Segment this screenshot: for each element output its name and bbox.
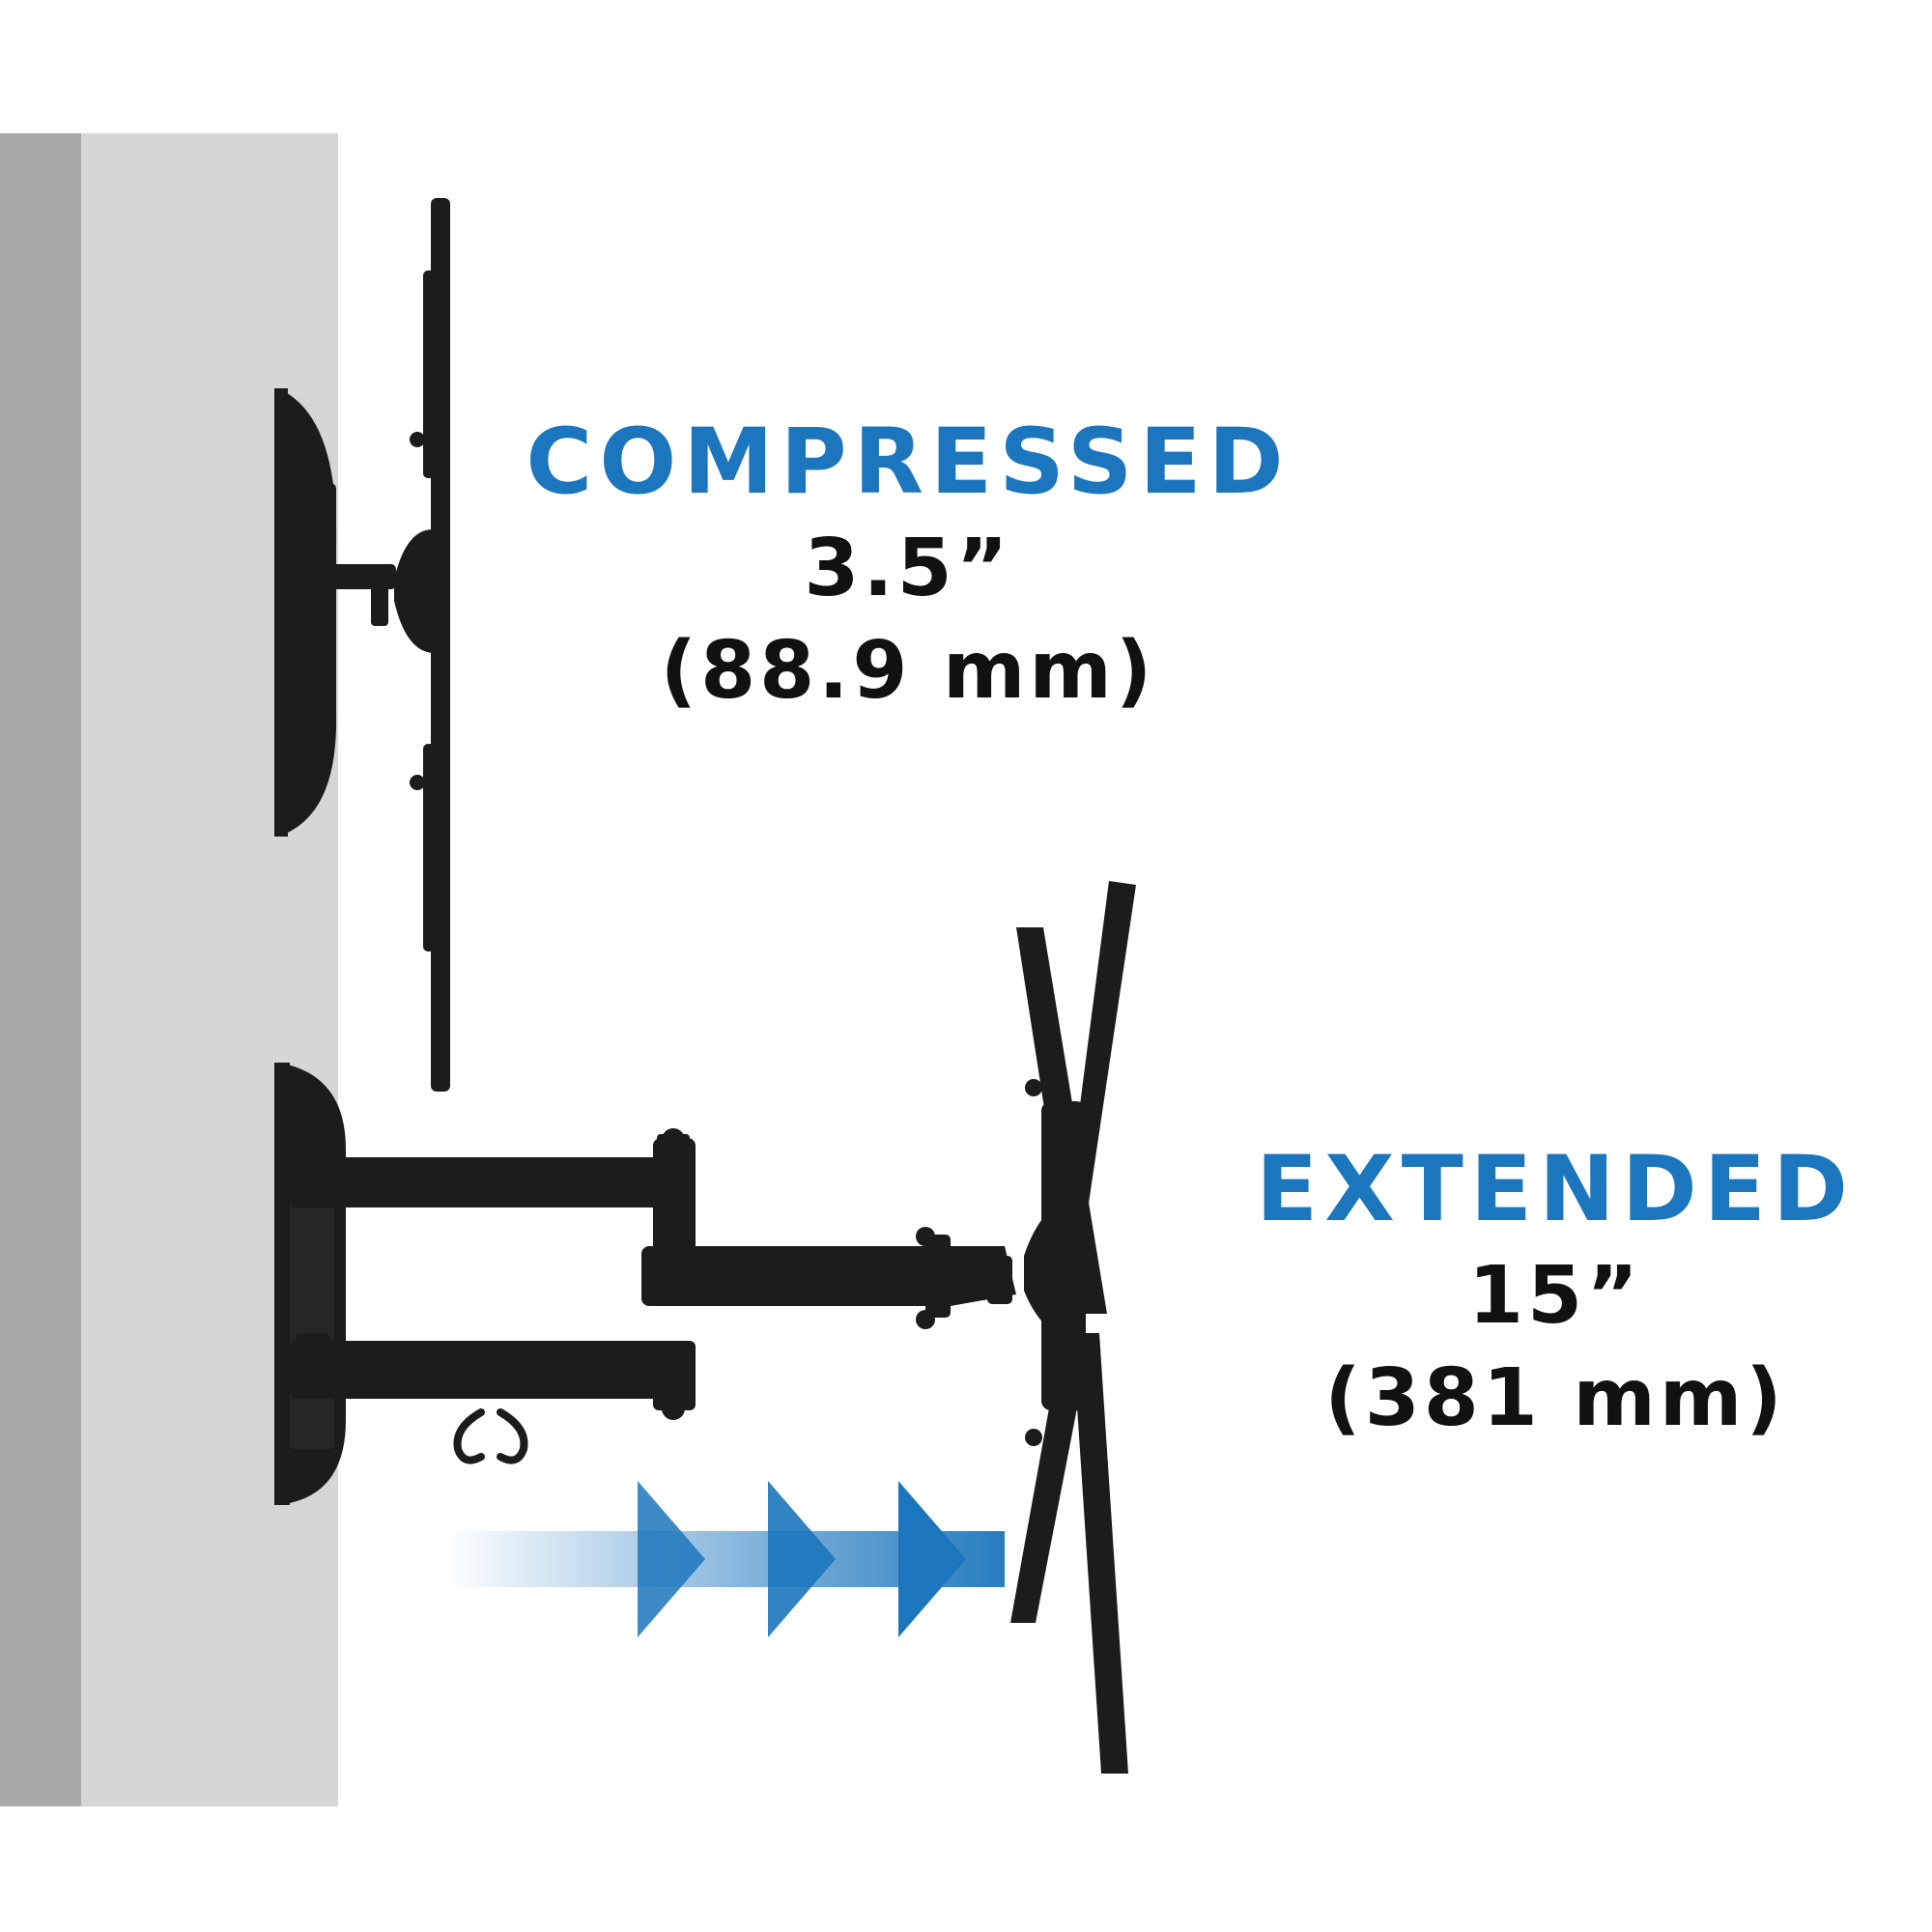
compressed-pivot-block (290, 483, 336, 541)
extended-arm-forearm (641, 1246, 951, 1306)
extended-label-group: EXTENDED 15” (381 mm) (1227, 1145, 1884, 1438)
wall-edge (0, 133, 81, 1806)
compressed-title: COMPRESSED (526, 410, 1291, 515)
compressed-knob (371, 578, 388, 626)
compressed-label-group: COMPRESSED 3.5” (88.9 mm) (522, 417, 1294, 711)
compressed-millimeters: (88.9 mm) (660, 625, 1156, 717)
compressed-tv-plate (431, 198, 450, 1092)
extended-mount (274, 881, 1136, 1774)
extended-arm-lower (290, 1341, 696, 1399)
compressed-pivot-block (290, 676, 336, 734)
compressed-pivot-block (290, 580, 336, 638)
triple-right-arrow-icon (444, 1481, 1005, 1637)
cable-hook-icon (453, 1408, 485, 1464)
compressed-mount (274, 198, 450, 1092)
extended-millimeters: (381 mm) (1324, 1352, 1786, 1444)
extended-title: EXTENDED (1256, 1137, 1855, 1242)
compressed-inches: 3.5” (804, 523, 1012, 614)
extended-arm-upper (290, 1157, 696, 1208)
extended-inches: 15” (1467, 1250, 1642, 1342)
extended-knob (987, 1256, 1012, 1304)
